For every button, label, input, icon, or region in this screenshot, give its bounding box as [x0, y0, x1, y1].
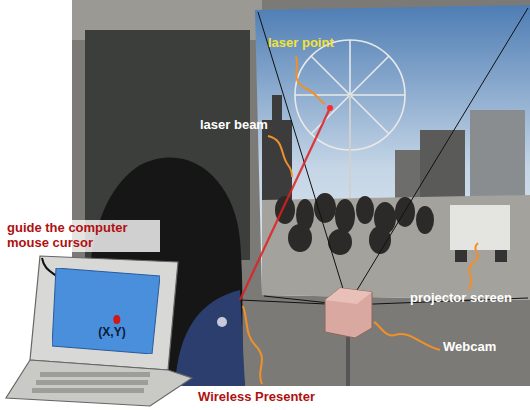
cursor-dot	[113, 315, 120, 324]
laptop-screen: (X,Y)	[52, 268, 160, 354]
laser-point-label: laser point	[268, 36, 334, 51]
laptop-symbol	[6, 256, 192, 406]
wireless-presenter-label: Wireless Presenter	[198, 390, 315, 405]
projector-screen	[255, 5, 530, 300]
coordinate-text: (X,Y)	[98, 325, 125, 339]
webcam-symbol	[325, 288, 372, 386]
projection-lines	[240, 8, 528, 305]
webcam-label: Webcam	[443, 340, 496, 355]
screen-outline	[52, 268, 160, 354]
laser-beam-line	[240, 108, 330, 300]
mouse-cursor-label: guide the computer mouse cursor	[4, 220, 160, 252]
laser-dot	[327, 105, 333, 111]
projector-screen-label: projector screen	[410, 291, 512, 306]
laser-beam-label: laser beam	[200, 118, 268, 133]
screen-fill	[52, 268, 160, 354]
